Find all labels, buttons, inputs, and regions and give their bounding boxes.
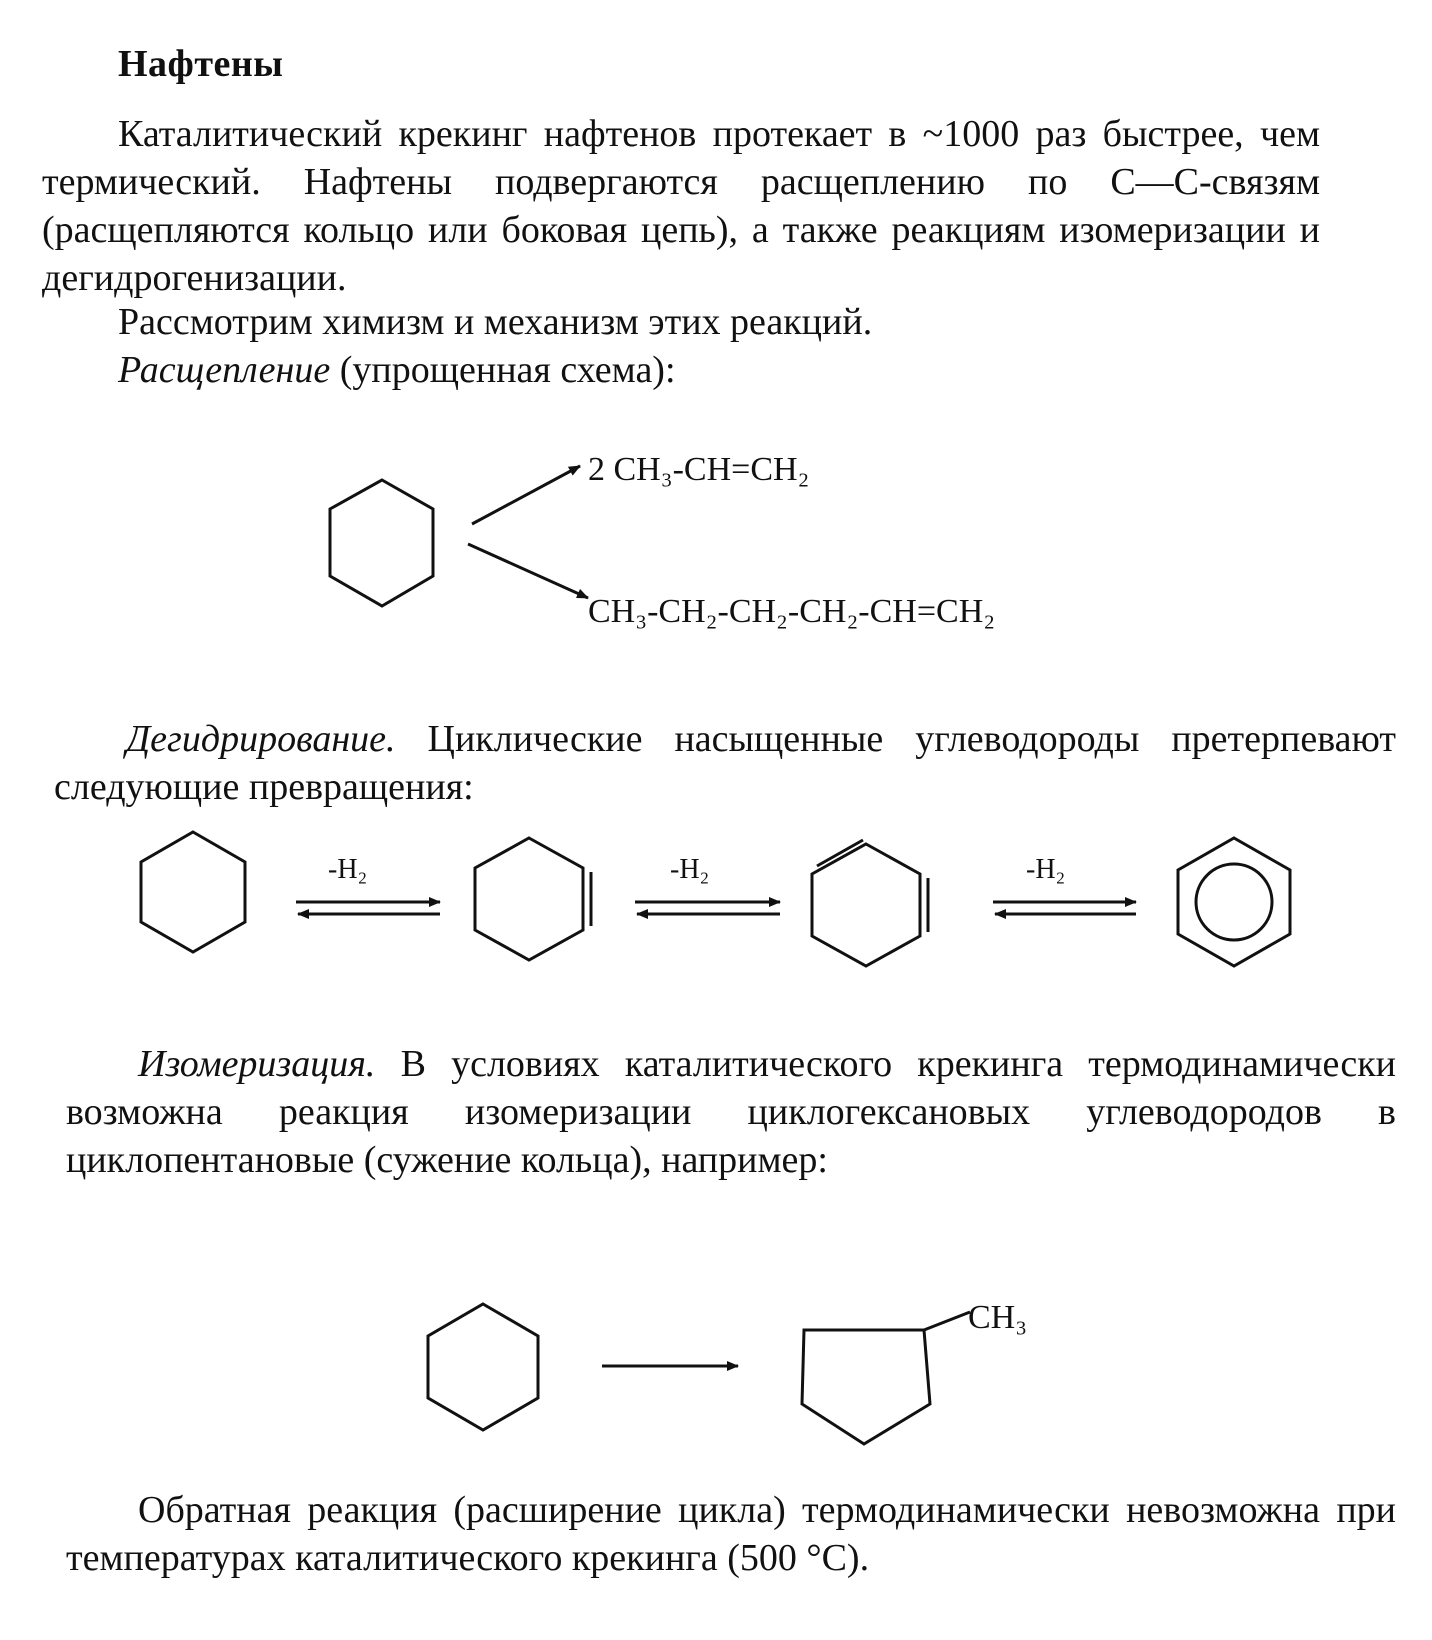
cyclohexane-ring	[139, 830, 247, 954]
methyl-label: CH₃	[968, 1299, 1027, 1336]
consider-line: Рассмотрим химизм и механизм этих реакци…	[118, 301, 873, 343]
product-hexene: CH₃-CH₂-CH₂-CH₂-CH=CH₂	[588, 593, 995, 630]
cyclohexane-ring	[426, 1302, 540, 1432]
arrow-up	[471, 464, 581, 526]
cyclohexane-ring	[328, 478, 435, 608]
product-propene: 2 CH₃-CH=CH₂	[588, 451, 809, 488]
cleavage-note: (упрощенная схема):	[339, 349, 676, 391]
minus-h2-label-2: -H₂	[670, 854, 709, 885]
section-title: Нафтены	[118, 43, 284, 85]
isomerization-scheme	[426, 1302, 971, 1446]
minus-h2-label-1: -H₂	[328, 854, 367, 885]
isomerization-paragraph: Изомеризация. В условиях каталитического…	[66, 1040, 1396, 1184]
dehydrogenation-term: Дегидрирование.	[126, 718, 396, 760]
dehydrogenation-text: Циклические насыщенные углеводороды прет…	[54, 718, 1396, 808]
intro-paragraph: Каталитический крекинг нафтенов протекае…	[42, 113, 1320, 299]
aromatic-circle	[1194, 862, 1274, 942]
dehydrogenation-scheme	[139, 830, 1292, 968]
cleavage-term: Расщепление	[118, 349, 331, 391]
methyl-bond	[923, 1310, 971, 1332]
isomerization-term: Изомеризация.	[138, 1043, 376, 1085]
reverse-paragraph: Обратная реакция (расширение цикла) терм…	[66, 1489, 1396, 1579]
cyclohexene-ring	[473, 836, 585, 962]
dehydrogenation-paragraph: Дегидрирование. Циклические насыщенные у…	[54, 715, 1396, 811]
arrow-down	[467, 542, 589, 600]
cleavage-scheme	[328, 464, 589, 608]
minus-h2-label-3: -H₂	[1026, 854, 1065, 885]
cyclohexadiene-ring	[810, 842, 922, 968]
cleavage-heading: Расщепление (упрощенная схема):	[118, 348, 676, 392]
isomerization-text: В условиях каталитического крекинга терм…	[66, 1043, 1396, 1181]
methylcyclopentane-ring	[800, 1328, 932, 1446]
benzene-ring	[1176, 836, 1292, 968]
